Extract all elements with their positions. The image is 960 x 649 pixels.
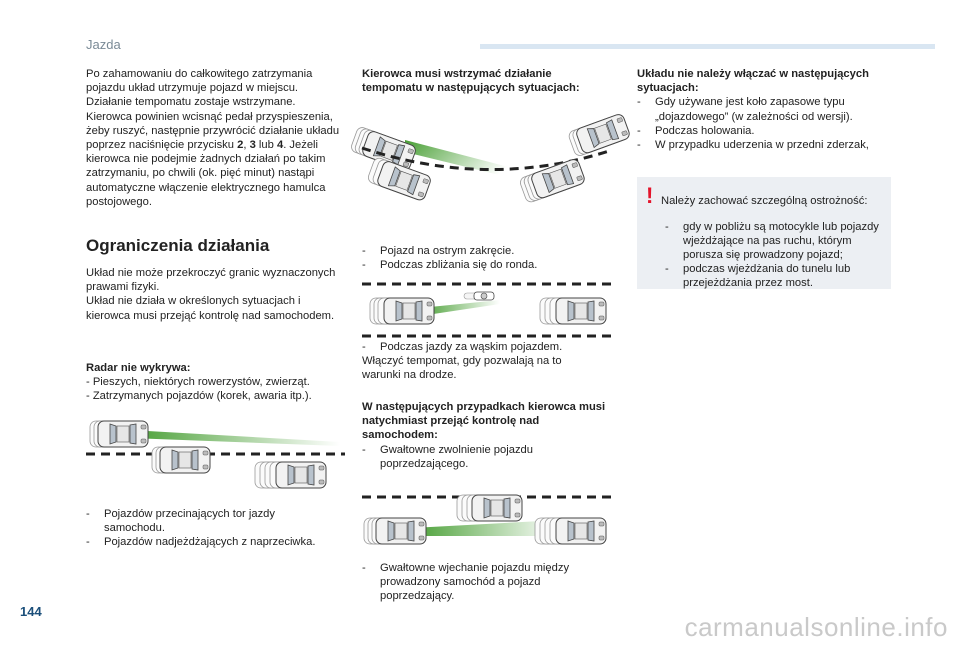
- dash-marker: -: [637, 124, 641, 137]
- header-bar: [480, 44, 935, 49]
- dash-marker: -: [637, 139, 641, 152]
- list-item: - W przypadku uderzenia w przedni zderzak…: [637, 138, 895, 152]
- list-item: - Pieszych, niektórych rowerzystów, zwie…: [86, 375, 348, 389]
- dash-marker: -: [362, 259, 366, 272]
- dash-marker: -: [86, 536, 90, 549]
- narrow-note: Włączyć tempomat, gdy pozwalają na to wa…: [362, 355, 562, 382]
- limits-text: Układ nie może przekroczyć granic wyznac…: [86, 266, 338, 323]
- dash-marker: -: [86, 376, 90, 389]
- dash-marker: -: [362, 562, 366, 574]
- column-1: Po zahamowaniu do całkowitego zatrzymani…: [86, 67, 344, 209]
- section-title: Jazda: [86, 37, 121, 52]
- list-item: - Podczas zbliżania się do ronda.: [362, 258, 612, 272]
- intro-separator: ,: [243, 139, 250, 152]
- column-3-title: Układu nie należy włączać w następującyc…: [637, 68, 869, 95]
- list-item-text: Gwałtowne zwolnienie pojazdu poprzedzają…: [380, 443, 533, 470]
- intro-end-text: . Jeżeli kierowca nie podejmie żadnych d…: [86, 139, 326, 208]
- list-item: - Gdy używane jest koło zapasowe typu „do…: [637, 95, 895, 123]
- list-item-text: Podczas zbliżania się do ronda.: [380, 259, 538, 272]
- narrow-vehicle-illustration: [362, 282, 612, 338]
- list-item-text: Zatrzymanych pojazdów (korek, awaria itp…: [92, 390, 312, 403]
- dash-marker: -: [362, 341, 366, 353]
- intro-paragraph: Po zahamowaniu do całkowitego zatrzymani…: [86, 67, 344, 209]
- dash-marker: -: [86, 390, 90, 403]
- dash-marker: -: [362, 245, 366, 257]
- dash-marker: -: [637, 96, 641, 109]
- list-item-text: gdy w pobliżu są motocykle lub pojazdy w…: [683, 220, 879, 261]
- warning-intro: Należy zachować szczególną ostrożność:: [661, 195, 868, 208]
- list-item: - Gwałtowne zwolnienie pojazdu poprzedzaj…: [362, 443, 612, 471]
- dash-marker: -: [665, 220, 669, 233]
- undetected-list: - Pojazdów przecinających tor jazdy samoc…: [86, 507, 316, 550]
- cut-in-illustration: [362, 494, 612, 545]
- takeover-block: W następujących przypadkach kierowca mus…: [362, 400, 612, 471]
- list-item: - Gwałtowne wjechanie pojazdu między prow…: [362, 561, 612, 604]
- list-item-text: podczas wjeżdżania do tunelu lub przejeż…: [683, 263, 851, 290]
- list-item-text: W przypadku uderzenia w przedni zderzak,: [655, 139, 869, 152]
- list-item: - Podczas holowania.: [637, 124, 895, 138]
- intro-text: Po zahamowaniu do całkowitego zatrzymani…: [86, 68, 340, 152]
- section-heading: Ograniczenia działania: [86, 236, 270, 255]
- warning-icon: !: [646, 183, 654, 208]
- warning-body: Należy zachować szczególną ostrożność: -…: [661, 183, 885, 291]
- button-ref-2: 2: [237, 139, 244, 152]
- watermark-text: carmanualsonline.info: [684, 612, 948, 642]
- list-item: - Pojazdów nadjeżdżających z naprzeciwka.: [86, 535, 316, 549]
- motorcycle-icon: [463, 291, 495, 301]
- dash-marker: -: [362, 443, 366, 456]
- column-3: Układu nie należy włączać w następującyc…: [637, 67, 895, 152]
- column-2-title: Kierowca musi wstrzymać działanie tempom…: [362, 68, 580, 95]
- list-item: - gdy w pobliżu są motocykle lub pojazdy …: [661, 220, 885, 263]
- intro-separator: lub: [255, 139, 277, 152]
- curve-list: - Pojazd na ostrym zakręcie. - Podczas zbl…: [362, 244, 612, 272]
- dash-marker: -: [665, 263, 669, 276]
- radar-block: Radar nie wykrywa: - Pieszych, niektóryc…: [86, 361, 348, 404]
- takeover-title: W następujących przypadkach kierowca mus…: [362, 401, 606, 442]
- list-item-text: Pojazdów nadjeżdżających z naprzeciwka.: [104, 536, 316, 549]
- button-ref-4: 4: [276, 139, 284, 152]
- physics-paragraph: Układ nie może przekroczyć granic wyznac…: [86, 267, 336, 294]
- cutin-block: - Gwałtowne wjechanie pojazdu między prow…: [362, 561, 612, 604]
- radar-title: Radar nie wykrywa:: [86, 362, 191, 374]
- list-item-text: Pojazd na ostrym zakręcie.: [380, 245, 515, 257]
- warning-box: ! Należy zachować szczególną ostrożność:…: [637, 177, 891, 289]
- dash-marker: -: [86, 508, 90, 520]
- stopped-traffic-illustration: [86, 420, 345, 489]
- curve-illustration: [349, 112, 632, 204]
- list-item: - Pojazd na ostrym zakręcie.: [362, 244, 612, 258]
- list-item: - podczas wjeżdżania do tunelu lub przeje…: [661, 262, 885, 290]
- list-item: - Zatrzymanych pojazdów (korek, awaria i…: [86, 389, 348, 403]
- list-item: - Podczas jazdy za wąskim pojazdem.: [362, 340, 592, 354]
- list-item-text: Podczas holowania.: [655, 124, 755, 137]
- list-item: - Pojazdów przecinających tor jazdy samoc…: [86, 507, 316, 535]
- list-item-text: Gdy używane jest koło zapasowe typu „doj…: [655, 96, 853, 123]
- list-item-text: Pieszych, niektórych rowerzystów, zwierz…: [92, 376, 310, 389]
- page-number: 144: [20, 604, 42, 619]
- situations-paragraph: Układ nie działa w określonych sytuacjac…: [86, 295, 335, 322]
- button-ref-3: 3: [249, 139, 256, 152]
- narrow-vehicle-block: - Podczas jazdy za wąskim pojazdem. Włącz…: [362, 340, 592, 383]
- list-item-text: Gwałtowne wjechanie pojazdu między prowa…: [380, 562, 570, 603]
- column-2-title-block: Kierowca musi wstrzymać działanie tempom…: [362, 67, 612, 95]
- list-item-text: Podczas jazdy za wąskim pojazdem.: [380, 341, 563, 353]
- list-item-text: Pojazdów przecinających tor jazdy samoch…: [104, 508, 276, 535]
